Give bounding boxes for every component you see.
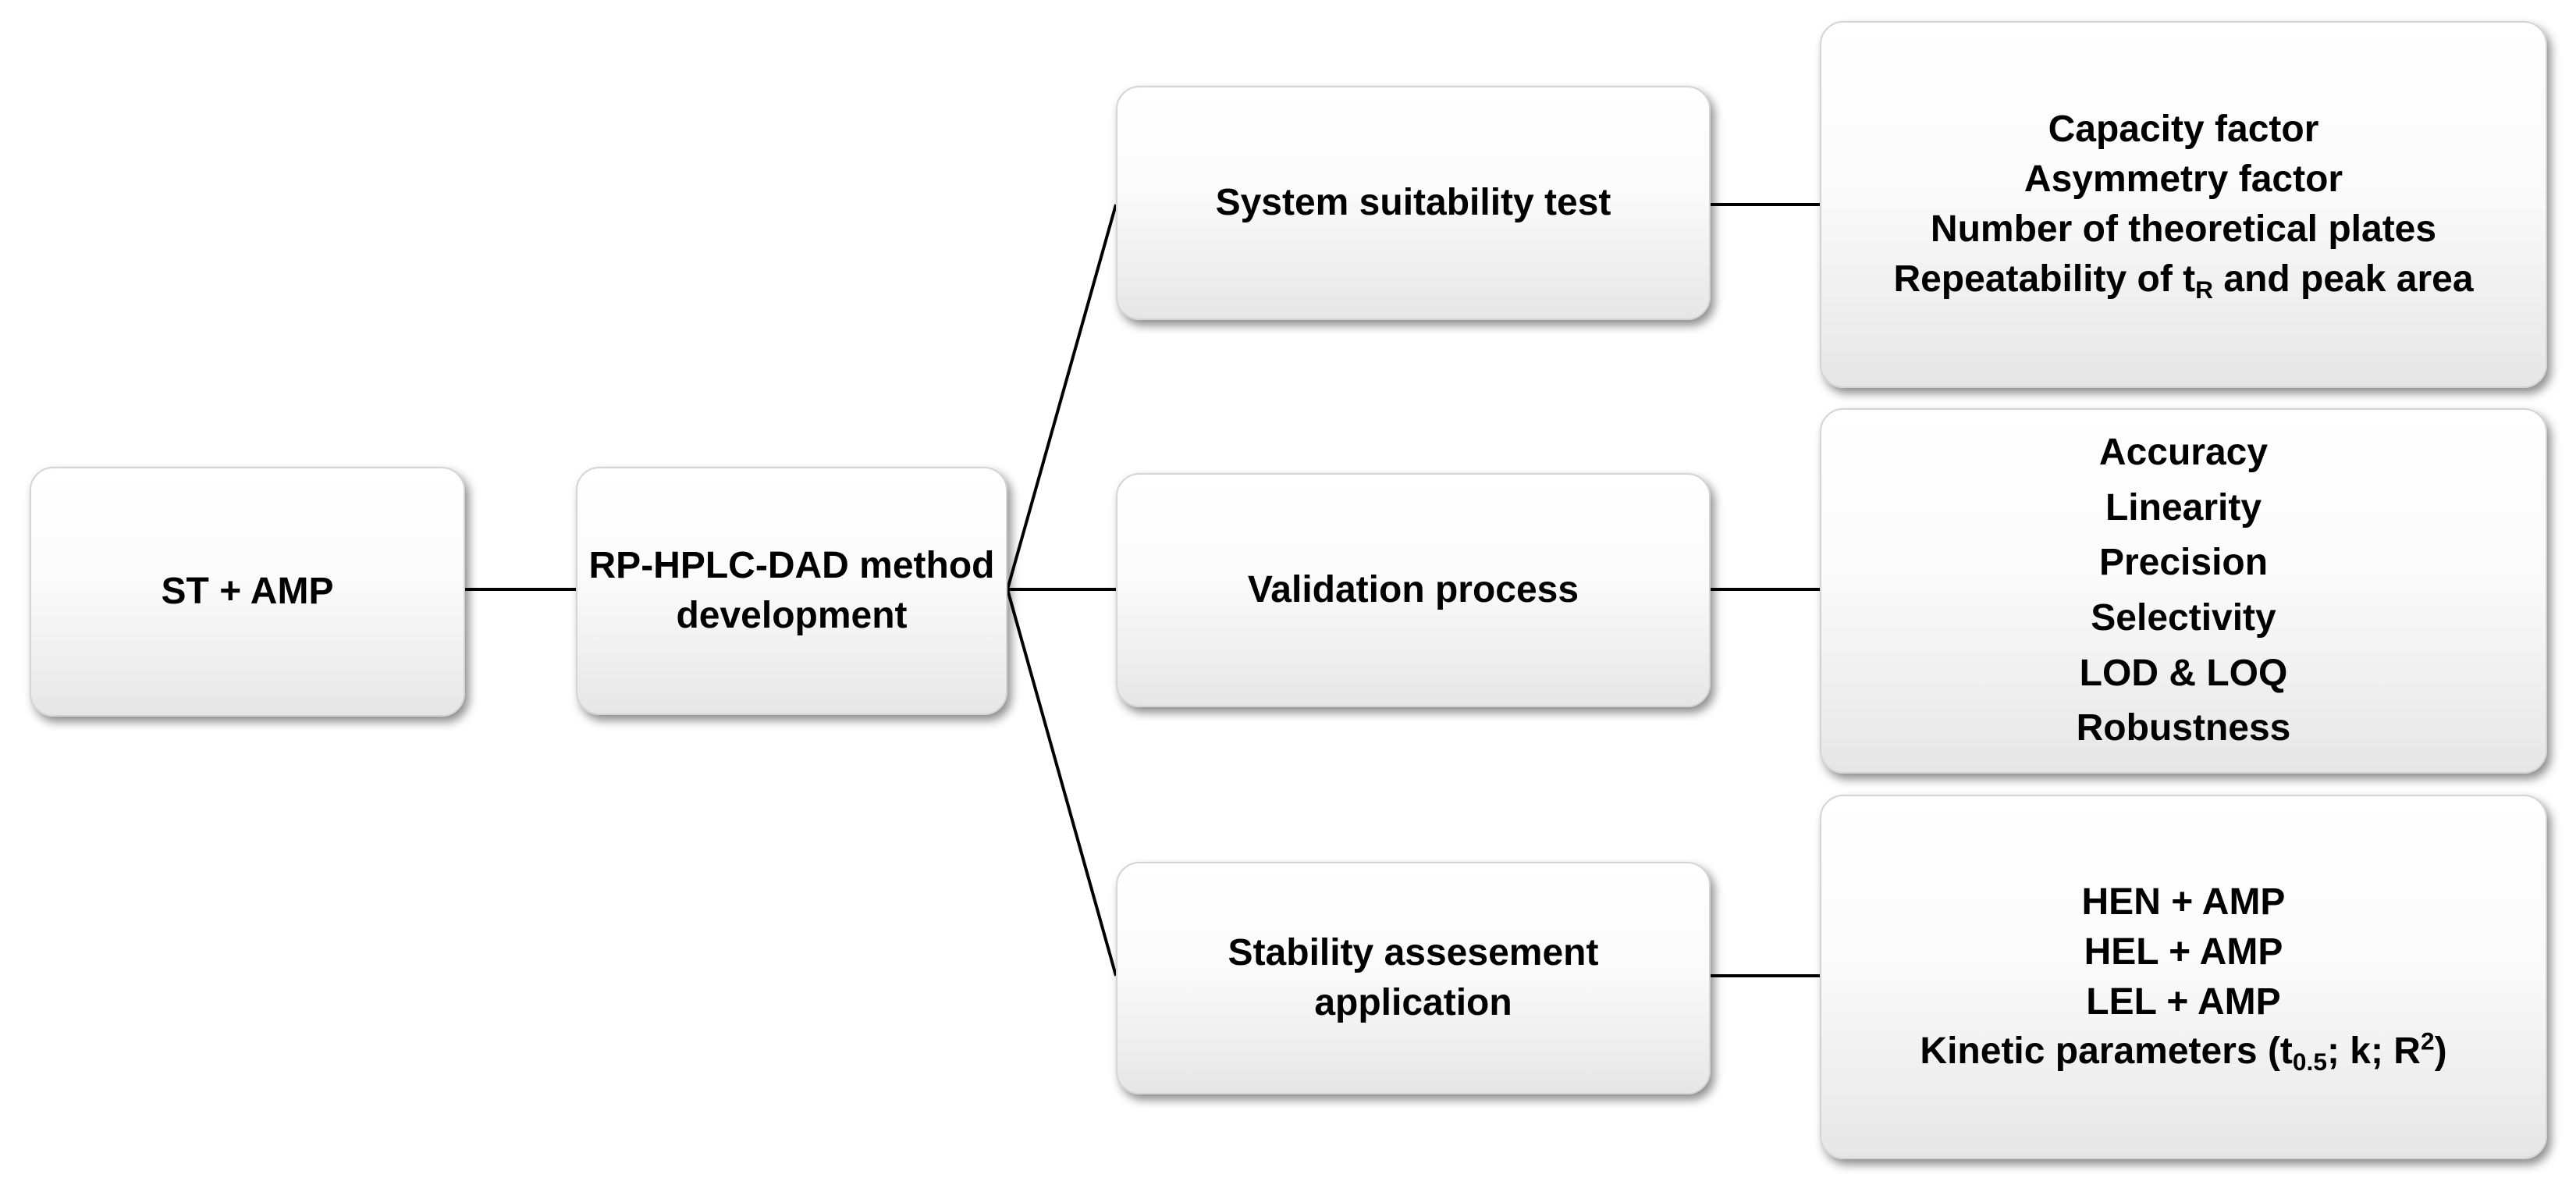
start-label: ST + AMP xyxy=(161,571,334,613)
system-suitability-details-list: Capacity factor Asymmetry factor Number … xyxy=(1893,105,2473,304)
validation-details-list: Accuracy Linearity Precision Selectivity… xyxy=(2077,425,2291,756)
detail-lel-amp: LEL + AMP xyxy=(2086,980,2281,1023)
repeatability-text: Repeatability of t xyxy=(1893,258,2196,300)
kinetic-superscript: 2 xyxy=(2420,1027,2435,1055)
method-development-line-1: RP-HPLC-DAD method xyxy=(588,545,995,587)
kinetic-mid: ; k; R xyxy=(2326,1030,2421,1073)
stability-node: Stability assesement application xyxy=(1116,862,1711,1094)
method-development-node: RP-HPLC-DAD method development xyxy=(576,467,1007,715)
stability-label: Stability assesement application xyxy=(1228,928,1599,1028)
detail-selectivity: Selectivity xyxy=(2091,597,2276,639)
validation-label: Validation process xyxy=(1247,569,1579,611)
kinetic-text: Kinetic parameters (t xyxy=(1920,1030,2293,1073)
method-development-line-2: development xyxy=(676,595,908,636)
kinetic-subscript: 0.5 xyxy=(2292,1048,2327,1076)
detail-theoretical-plates: Number of theoretical plates xyxy=(1930,208,2437,250)
stability-details: HEN + AMP HEL + AMP LEL + AMP Kinetic pa… xyxy=(1820,795,2547,1159)
stability-details-list: HEN + AMP HEL + AMP LEL + AMP Kinetic pa… xyxy=(1920,877,2446,1076)
detail-robustness: Robustness xyxy=(2076,707,2291,749)
validation-details: Accuracy Linearity Precision Selectivity… xyxy=(1820,408,2547,774)
detail-hel-amp: HEL + AMP xyxy=(2084,931,2283,973)
method-development-label: RP-HPLC-DAD method development xyxy=(589,541,995,641)
system-suitability-node: System suitability test xyxy=(1116,86,1711,320)
validation-node: Validation process xyxy=(1116,473,1711,707)
detail-asymmetry-factor: Asymmetry factor xyxy=(2023,158,2343,201)
start-node: ST + AMP xyxy=(30,467,465,717)
kinetic-suffix: ) xyxy=(2434,1030,2447,1073)
repeatability-suffix: and peak area xyxy=(2213,258,2474,300)
detail-capacity-factor: Capacity factor xyxy=(2048,109,2319,151)
detail-precision: Precision xyxy=(2098,542,2269,584)
connector-development-to-system-suitability xyxy=(1006,204,1117,590)
connector-development-to-stability xyxy=(1006,589,1117,977)
detail-lod-loq: LOD & LOQ xyxy=(2079,652,2288,694)
system-suitability-details: Capacity factor Asymmetry factor Number … xyxy=(1820,21,2547,388)
repeatability-subscript: R xyxy=(2195,275,2214,304)
detail-hen-amp: HEN + AMP xyxy=(2081,881,2286,923)
stability-line-2: application xyxy=(1314,982,1512,1023)
system-suitability-label: System suitability test xyxy=(1215,182,1611,224)
detail-repeatability: Repeatability of tR and peak area xyxy=(1893,254,2473,304)
detail-accuracy: Accuracy xyxy=(2098,432,2269,474)
stability-line-1: Stability assesement xyxy=(1228,932,1599,974)
detail-kinetic-parameters: Kinetic parameters (t0.5; k; R2) xyxy=(1920,1027,2446,1076)
detail-linearity: Linearity xyxy=(2105,486,2262,528)
